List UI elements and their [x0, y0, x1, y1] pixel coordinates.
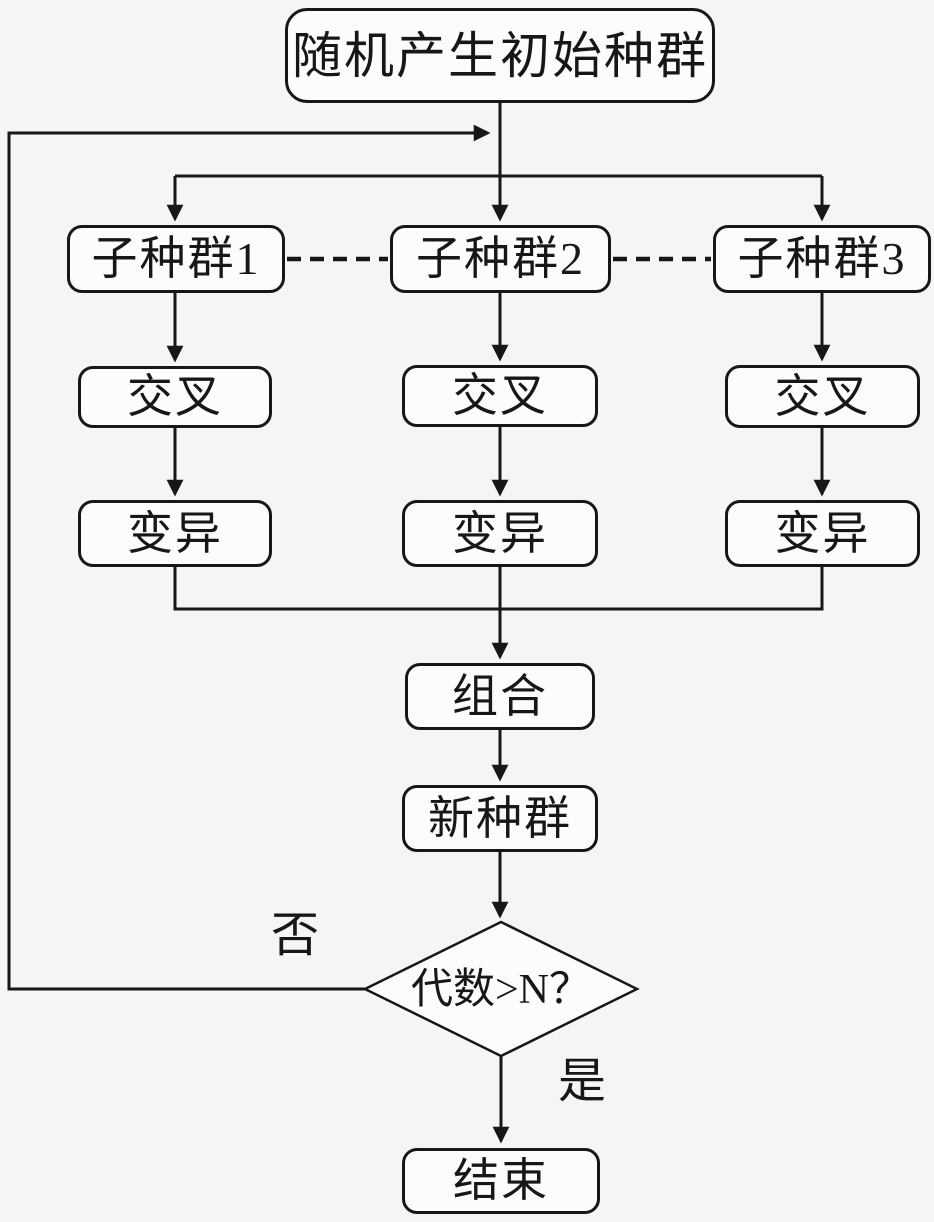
feedback-connector-no	[7, 124, 491, 991]
decision-label: 代数>N？	[410, 967, 592, 1013]
node-combine: 组合	[405, 663, 595, 730]
node-crossover-1: 交叉	[78, 366, 272, 428]
node-crossover-2: 交叉	[402, 365, 598, 427]
node-mutation-1: 变异	[78, 500, 272, 567]
edge-label-yes: 是	[557, 1055, 606, 1108]
node-start: 随机产生初始种群	[285, 8, 715, 103]
edge-label-no: 否	[270, 909, 319, 962]
node-new-population: 新种群	[402, 785, 598, 852]
node-subpopulation-2: 子种群2	[390, 225, 611, 293]
node-end: 结束	[402, 1148, 600, 1214]
node-mutation-2: 变异	[402, 500, 598, 567]
node-crossover-3: 交叉	[725, 365, 920, 428]
node-subpopulation-3: 子种群3	[713, 225, 931, 293]
node-mutation-3: 变异	[725, 500, 920, 567]
node-subpopulation-1: 子种群1	[67, 225, 285, 293]
